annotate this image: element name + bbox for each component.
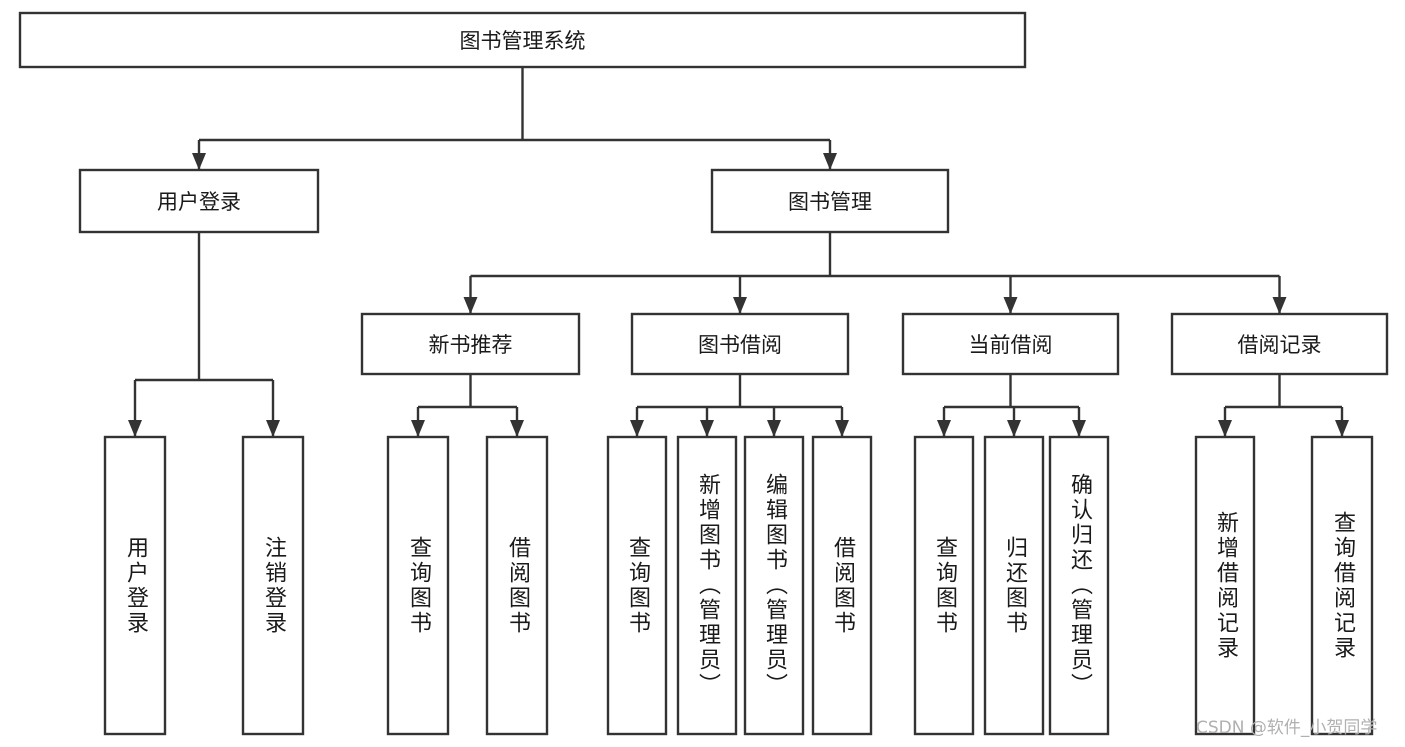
node-label-new-book-recommend: 新书推荐 [429,333,513,357]
arrow-head [937,420,951,437]
arrow-head [835,420,849,437]
node-box-leaf-user-login[interactable] [103,435,167,736]
node-box-leaf-borrow-book-2[interactable] [811,435,873,736]
node-label-root: 图书管理系统 [460,29,586,53]
node-label-user-login: 用户登录 [157,190,241,214]
arrow-head [266,420,280,437]
node-box-leaf-logout[interactable] [241,435,305,736]
node-box-leaf-add-borrow-record[interactable] [1194,435,1256,736]
arrow-head [1072,420,1086,437]
node-box-leaf-query-book-2[interactable] [606,435,668,736]
node-box-leaf-query-borrow-record[interactable] [1310,435,1374,736]
node-box-root[interactable] [18,11,1027,69]
arrow-head [1003,297,1018,314]
arrow-head [767,420,781,437]
edges-layer [128,67,1349,437]
node-label-book-management: 图书管理 [788,190,872,214]
node-box-leaf-query-book-3[interactable] [913,435,975,736]
node-box-leaf-query-book-1[interactable] [386,435,450,736]
node-label-borrow-record: 借阅记录 [1238,333,1322,357]
arrow-head [128,420,142,437]
node-box-leaf-return-book[interactable] [983,435,1045,736]
arrow-head [1218,420,1232,437]
node-label-current-borrow: 当前借阅 [969,333,1053,357]
node-box-leaf-borrow-book-1[interactable] [485,435,549,736]
boxes-layer [18,11,1389,736]
arrow-head [1007,420,1021,437]
node-box-book-management[interactable] [710,168,950,234]
arrow-head [411,420,425,437]
node-box-leaf-edit-book-admin[interactable] [743,435,805,736]
node-box-user-login[interactable] [78,168,320,234]
arrow-head [630,420,644,437]
arrow-head [1335,420,1349,437]
arrow-head [192,153,206,170]
arrow-head [1272,297,1287,314]
csdn-watermark: CSDN @软件_小贺同学 [1196,718,1378,738]
arrow-head [463,297,478,314]
node-box-book-borrow[interactable] [630,312,850,376]
node-box-leaf-add-book-admin[interactable] [676,435,738,736]
node-box-leaf-confirm-return-admin[interactable] [1048,435,1110,736]
arrow-head [510,420,524,437]
arrow-head [700,420,714,437]
node-box-current-borrow[interactable] [901,312,1120,376]
arrow-head [733,297,747,314]
arrow-head [823,153,837,170]
node-label-book-borrow: 图书借阅 [698,333,782,357]
node-box-borrow-record[interactable] [1170,312,1389,376]
node-box-new-book-recommend[interactable] [360,312,581,376]
